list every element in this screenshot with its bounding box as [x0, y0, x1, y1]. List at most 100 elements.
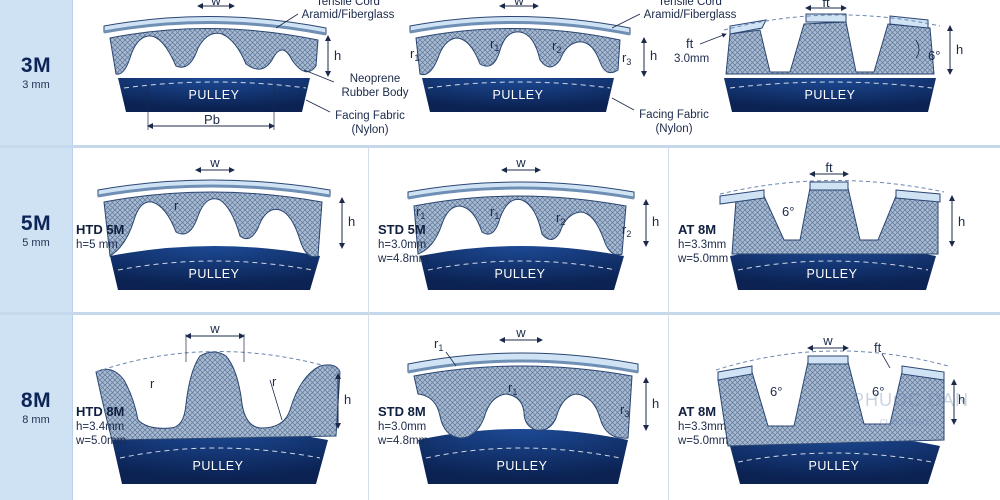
- profile-spec-h: h=3.0mm: [378, 239, 426, 251]
- belt-teeth: [413, 195, 627, 256]
- radius-r1b: r1: [508, 380, 517, 397]
- cell-5m-at: PULLEY ft h 6° AT 8M h=3.3mm w=5.0mm: [677, 160, 965, 290]
- belt-teeth: [103, 191, 323, 258]
- profile-spec-h: h=3.3mm: [678, 239, 726, 251]
- column-divider: [368, 148, 369, 500]
- cell-8m-std: PULLEY w h r1 r1 r3 STD 8M h=3.0mm w=4.8…: [377, 325, 659, 484]
- profile-spec-w: w=5.0mm: [75, 435, 126, 447]
- radius-r-right: r: [272, 374, 277, 389]
- profile-spec-w: w=5.0mm: [677, 435, 728, 447]
- dim-h: h: [958, 392, 965, 407]
- pulley: [730, 246, 936, 290]
- belt-teeth: [725, 21, 935, 75]
- label-tensile: Tensile Cord: [316, 0, 380, 8]
- dim-ft: ft: [825, 160, 833, 175]
- pulley: [112, 429, 328, 484]
- row-divider: [0, 145, 1000, 148]
- pulley: [422, 78, 614, 112]
- radius-r1: r1: [416, 204, 425, 221]
- row-code: 3M: [20, 54, 52, 77]
- pulley-label: PULLEY: [497, 459, 548, 473]
- belt-teeth: [413, 365, 633, 439]
- row-code: 8M: [20, 389, 52, 412]
- row-size: 8 mm: [22, 414, 50, 426]
- cell-8m-at: PULLEY w ft h 6° 6° AT 8M h=3.3mm w=5.0m…: [677, 333, 965, 484]
- dim-h: h: [652, 214, 659, 229]
- pulley: [118, 78, 310, 112]
- dim-ft-value: 3.0mm: [674, 53, 709, 65]
- pulley-label: PULLEY: [807, 267, 858, 281]
- label-facing: Facing Fabric: [639, 109, 709, 121]
- dim-h: h: [650, 48, 657, 63]
- column-divider: [668, 148, 669, 500]
- row-code: 5M: [20, 211, 52, 235]
- label-aramid: Aramid/Fiberglass: [644, 9, 737, 21]
- pulley-label: PULLEY: [493, 88, 544, 102]
- row-label-3m: 3M 3 mm: [0, 0, 73, 145]
- belt-teeth: [717, 361, 945, 447]
- pulley-label: PULLEY: [495, 267, 546, 281]
- dim-h: h: [334, 48, 341, 63]
- pulley-label: PULLEY: [809, 459, 860, 473]
- dim-w: w: [209, 321, 220, 336]
- belt-teeth: [415, 27, 621, 76]
- watermark-tagline: CUNG NHAU: [880, 418, 929, 427]
- profile-name: STD 8M: [378, 404, 426, 419]
- profile-spec-h: h=3.4mm: [76, 421, 124, 433]
- belt-teeth: [731, 187, 939, 255]
- dim-ft: ft: [822, 0, 830, 10]
- dim-h: h: [956, 42, 963, 57]
- dim-h: h: [344, 392, 351, 407]
- row-size: 5 mm: [22, 236, 50, 249]
- cell-3m-at: PULLEY ft h 6° ft 3.0mm: [674, 0, 963, 112]
- belt-top: [807, 355, 849, 365]
- label-nylon: (Nylon): [655, 123, 692, 135]
- radius-r1: r1: [410, 46, 419, 63]
- angle-6deg: 6°: [770, 384, 782, 399]
- dim-ft-left: ft: [686, 36, 694, 51]
- cell-3m-std: PULLEY w h r1 r1 r2 r3 Tensile Cord Aram…: [409, 0, 737, 135]
- label-tensile: Tensile Cord: [658, 0, 722, 8]
- pulley-label: PULLEY: [193, 459, 244, 473]
- pulley-label: PULLEY: [189, 267, 240, 281]
- row-divider: [0, 312, 1000, 315]
- dim-h: h: [652, 396, 659, 411]
- profile-spec-w: w=4.8mm: [377, 435, 428, 447]
- profile-spec-h: h=3.3mm: [678, 421, 726, 433]
- cell-5m-htd: PULLEY w h r HTD 5M h=5 mm: [76, 155, 355, 290]
- profile-name: HTD 8M: [76, 404, 124, 419]
- dim-w: w: [210, 0, 221, 8]
- pulley-label: PULLEY: [189, 88, 240, 102]
- dim-w: w: [515, 325, 526, 340]
- angle-6deg: 6°: [782, 204, 794, 219]
- label-nylon: (Nylon): [351, 124, 388, 136]
- belt-teeth: [109, 27, 319, 75]
- belt-top: [809, 181, 849, 191]
- dim-w: w: [513, 0, 524, 8]
- dim-h: h: [348, 214, 355, 229]
- radius-r1b: r1: [490, 204, 499, 221]
- label-rubber: Rubber Body: [341, 87, 408, 99]
- profile-name: HTD 5M: [76, 222, 124, 237]
- belt-top: [805, 13, 847, 23]
- row-label-5m: 5M 5 mm: [0, 148, 73, 312]
- row-size: 3 mm: [22, 79, 50, 91]
- dim-h: h: [958, 214, 965, 229]
- cell-5m-std: PULLEY w h r1 r1 r2 r2 STD 5M h=3.0mm w=…: [377, 155, 659, 290]
- pulley: [110, 246, 320, 290]
- cell-3m-htd: PULLEY w h Pb Tensile Cord Aramid/Fiberg…: [103, 0, 409, 136]
- profile-name: STD 5M: [378, 222, 426, 237]
- label-aramid: Aramid/Fiberglass: [302, 9, 395, 21]
- watermark-logo: PHUOC DAN: [851, 389, 969, 410]
- dim-w: w: [515, 155, 526, 170]
- profile-spec: h=5 mm: [76, 239, 118, 251]
- radius-r1: r1: [434, 336, 443, 353]
- profile-name: AT 8M: [678, 222, 716, 237]
- angle-6deg-right: 6°: [872, 384, 884, 399]
- radius-r3: r3: [620, 402, 629, 419]
- radius-r2b: r2: [622, 222, 631, 239]
- label-facing: Facing Fabric: [335, 110, 405, 122]
- belt-teeth: [95, 351, 341, 441]
